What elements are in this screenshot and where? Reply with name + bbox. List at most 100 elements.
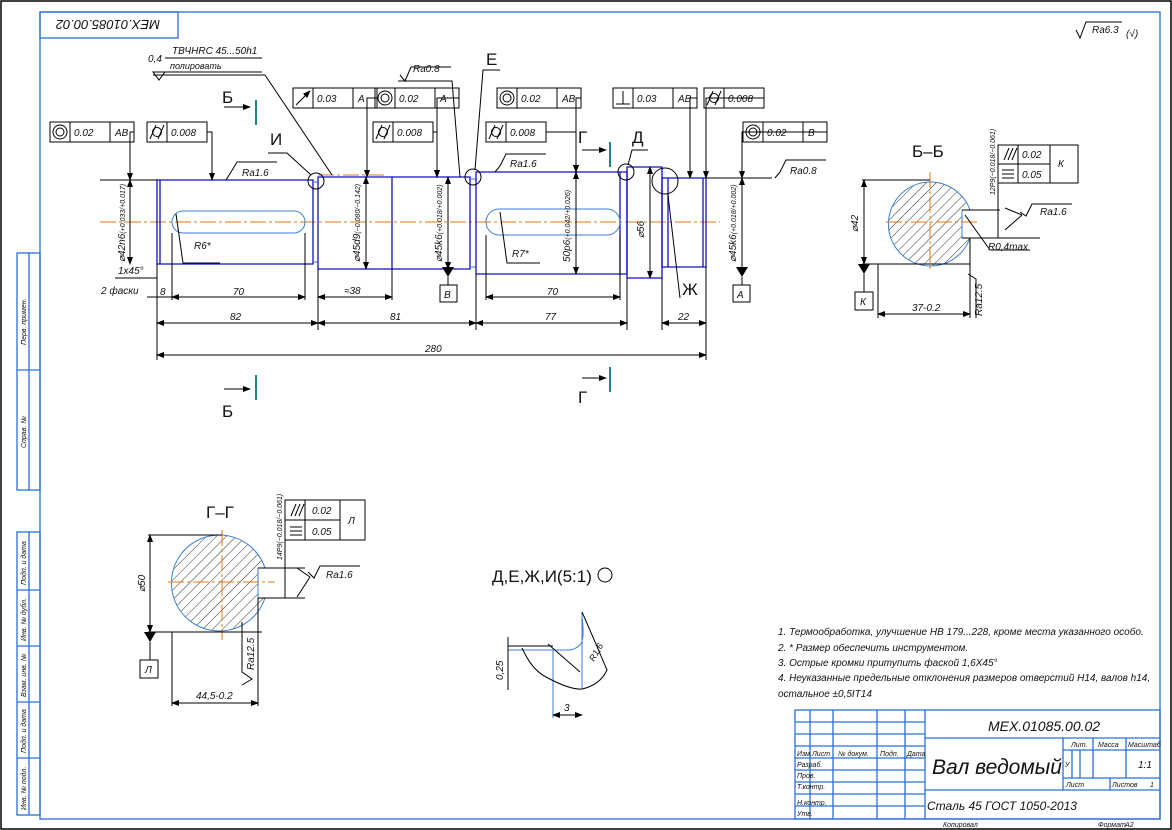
svg-text:Инв. № дубл.: Инв. № дубл. [20, 598, 28, 641]
svg-text:Масштаб: Масштаб [1128, 741, 1162, 749]
svg-text:81: 81 [390, 312, 401, 323]
svg-text:4. Неуказанные предельные откл: 4. Неуказанные предельные отклонения раз… [778, 673, 1150, 684]
svg-text:82: 82 [230, 312, 242, 323]
concentricity-icon [52, 124, 68, 140]
svg-text:полировать: полировать [170, 61, 222, 71]
general-roughness: Ra6.3 (√) [1075, 21, 1138, 40]
svg-text:⌀45k6(+0.018/+0.002): ⌀45k6(+0.018/+0.002) [434, 184, 445, 262]
tolerance-value: 0.008 [510, 128, 535, 139]
svg-text:1. Термообработка, улучшение Н: 1. Термообработка, улучшение НВ 179...22… [778, 626, 1144, 638]
svg-text:Ra0.8: Ra0.8 [413, 64, 440, 75]
svg-text:0,25: 0,25 [495, 660, 506, 680]
svg-text:14P9(−0.018/−0.061): 14P9(−0.018/−0.061) [277, 494, 284, 560]
svg-text:Лист: Лист [1065, 782, 1084, 789]
section-g-g: Г–Г ⌀50 Л 44,5-0.2 14P9(−0.018/−0.061) 0… [137, 494, 366, 706]
tolerance-datum: АВ [561, 94, 576, 105]
svg-text:Ra12.5: Ra12.5 [974, 283, 985, 316]
svg-text:Взам. инв. №: Взам. инв. № [21, 653, 28, 697]
svg-text:Ж: Ж [682, 280, 698, 299]
svg-text:Б: Б [222, 402, 233, 421]
cylindricity-icon [375, 124, 391, 140]
section-markers: Б Б Г Г И Е Д Ж [222, 50, 698, 421]
diameter-dimensions: ⌀42n6(+0.033/+0.017) ⌀45d9(−0.080/−0.142… [117, 166, 745, 279]
svg-text:Г: Г [578, 388, 587, 407]
svg-text:Ra0.8: Ra0.8 [790, 166, 817, 177]
svg-text:Д,Е,Ж,И(5:1): Д,Е,Ж,И(5:1) [492, 567, 592, 586]
technical-requirements: 1. Термообработка, улучшение НВ 179...22… [777, 626, 1150, 700]
svg-text:2 фаски: 2 фаски [100, 285, 139, 297]
tolerance-datum: А [439, 94, 447, 105]
svg-text:0.05: 0.05 [312, 527, 332, 538]
svg-text:Ra1.6: Ra1.6 [510, 159, 537, 170]
detail-view: Д,Е,Ж,И(5:1) R1,6 0,25 3 [492, 567, 613, 718]
svg-text:ТВЧHRC 45...50h1: ТВЧHRC 45...50h1 [172, 46, 257, 57]
cylindricity-icon [149, 124, 165, 140]
svg-text:Лист: Лист [811, 751, 830, 758]
svg-text:44,5-0.2: 44,5-0.2 [196, 691, 233, 702]
svg-text:8: 8 [160, 287, 166, 298]
svg-text:0.05: 0.05 [1022, 170, 1042, 181]
tolerance-datum: АВ [677, 94, 692, 105]
tolerance-frame-cylindricity: 0.008 [485, 121, 579, 173]
svg-text:Разраб.: Разраб. [797, 761, 822, 769]
svg-text:Перв. примен.: Перв. примен. [21, 298, 28, 345]
svg-text:А: А [736, 290, 744, 301]
svg-text:⌀42n6(+0.033/+0.017): ⌀42n6(+0.033/+0.017) [117, 184, 128, 262]
svg-text:Копировал: Копировал [943, 822, 978, 829]
svg-text:70: 70 [233, 287, 245, 298]
tolerance-value: 0.008 [397, 128, 422, 139]
svg-text:Ra12.5: Ra12.5 [246, 637, 257, 670]
section-b-b: Б–Б ⌀42 К 37-0.2 12P9(−0.018/−0.061) 0.0… [850, 129, 1079, 318]
svg-text:⌀45d9(−0.080/−0.142): ⌀45d9(−0.080/−0.142) [352, 184, 363, 262]
svg-text:Сталь 45 ГОСТ 1050-2013: Сталь 45 ГОСТ 1050-2013 [927, 799, 1077, 813]
svg-text:37-0.2: 37-0.2 [912, 303, 941, 314]
svg-text:Ra1.6: Ra1.6 [1040, 207, 1067, 218]
svg-text:Инв. № подл.: Инв. № подл. [20, 767, 28, 810]
svg-text:Б: Б [222, 88, 233, 107]
svg-text:0,4: 0,4 [148, 54, 162, 65]
svg-text:Подп.: Подп. [880, 750, 899, 758]
svg-text:Е: Е [486, 50, 497, 69]
concentricity-icon [377, 90, 393, 106]
svg-text:В: В [444, 290, 451, 301]
svg-text:⌀42: ⌀42 [850, 214, 861, 232]
svg-text:(√): (√) [1126, 28, 1138, 40]
svg-text:1:1: 1:1 [1138, 760, 1152, 771]
svg-text:Ra1.6: Ra1.6 [326, 570, 353, 581]
tolerance-value: 0.02 [399, 94, 419, 105]
svg-text:Пров.: Пров. [797, 773, 816, 780]
svg-text:Утв.: Утв. [796, 811, 813, 818]
tolerance-value: 0.03 [637, 94, 657, 105]
tolerance-value: 0.03 [317, 94, 337, 105]
svg-text:Подп. и дата: Подп. и дата [20, 709, 28, 753]
svg-text:R6*: R6* [194, 241, 212, 252]
svg-text:остальное ±0,5IT14: остальное ±0,5IT14 [778, 689, 872, 700]
svg-text:Масса: Масса [1098, 742, 1119, 749]
svg-text:А2: А2 [1124, 822, 1134, 829]
svg-text:У: У [1064, 762, 1071, 769]
surface-treatment-note: 0,4 ТВЧHRC 45...50h1 полировать [148, 46, 333, 176]
tolerance-frame-cylindricity: 0.008 [372, 121, 440, 178]
svg-text:1: 1 [1150, 782, 1154, 789]
perpendicularity-icon [616, 91, 630, 105]
svg-text:Листов: Листов [1111, 782, 1138, 789]
length-dimensions: 8 70 ≈38 70 22 82 81 77 280 1x45° 2 фаск… [100, 211, 707, 360]
svg-text:3. Острые кромки притупить фас: 3. Острые кромки притупить фаской 1,6X45… [778, 657, 998, 669]
svg-text:⌀45k6(+0.018/+0.002): ⌀45k6(+0.018/+0.002) [728, 184, 739, 262]
svg-text:70: 70 [547, 287, 559, 298]
tolerance-value: 0.02 [74, 128, 94, 139]
svg-text:К: К [860, 297, 867, 308]
svg-text:⌀56: ⌀56 [636, 220, 647, 238]
svg-text:12P9(−0.018/−0.061): 12P9(−0.018/−0.061) [990, 129, 997, 195]
svg-text:МЕХ.01085.00.02: МЕХ.01085.00.02 [988, 718, 1100, 734]
svg-text:Л: Л [144, 665, 152, 676]
tolerance-frame-cylindricity: 0.008 [703, 87, 765, 179]
svg-text:50p6(+0.042/+0.026): 50p6(+0.042/+0.026) [562, 190, 573, 262]
tolerance-datum: В [808, 128, 815, 139]
svg-text:77: 77 [545, 312, 557, 323]
rotated-stamp: МЕХ.01085.00.02 [39, 11, 179, 39]
